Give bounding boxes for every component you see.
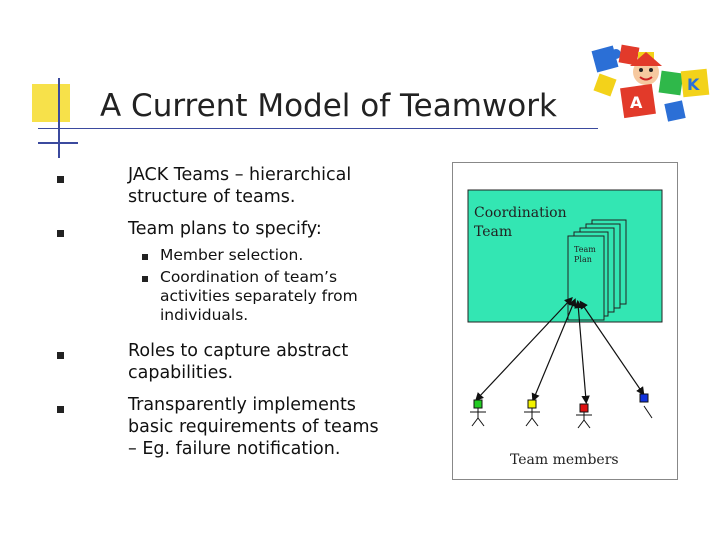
team-plan-label-line2: Plan: [574, 255, 592, 264]
slide-title: A Current Model of Teamwork: [100, 88, 557, 124]
svg-text:A: A: [630, 93, 643, 112]
title-underline: [38, 128, 598, 129]
bullet-line: structure of teams.: [128, 187, 296, 207]
puzzle-clipart-icon: A K: [591, 44, 710, 122]
bullet-item: Roles to capture abstract capabilities.: [128, 340, 348, 384]
team-member-2: [524, 399, 540, 427]
team-diagram: Coordination Team Team Plan: [452, 162, 678, 480]
bullet-line: Team plans to specify:: [128, 219, 322, 239]
sub-bullet-line: Coordination of team’s: [160, 268, 338, 286]
sub-bullet-line: Member selection.: [160, 246, 304, 264]
coordination-label-line2: Team: [474, 224, 512, 240]
bullet-item: Team plans to specify:: [128, 218, 322, 240]
bullet-marker: [57, 230, 64, 237]
sub-bullet-line: activities separately from: [160, 287, 358, 305]
arrows: [475, 296, 645, 405]
sub-bullet-item: Member selection.: [160, 246, 303, 265]
bullet-line: Transparently implements: [128, 395, 356, 415]
sub-bullet-marker: [142, 254, 148, 260]
team-plan-stack: [567, 219, 627, 321]
decorative-yellow-square: [32, 84, 70, 122]
sub-bullet-line: individuals.: [160, 306, 249, 324]
bullet-marker: [57, 406, 64, 413]
bullet-line: – Eg. failure notification.: [128, 439, 341, 459]
team-members-label: Team members: [510, 452, 619, 468]
decorative-short-line: [38, 142, 78, 144]
decorative-vertical-line: [58, 78, 60, 158]
sub-bullet-marker: [142, 276, 148, 282]
team-member-3: [576, 403, 592, 429]
bullet-item: Transparently implements basic requireme…: [128, 394, 379, 460]
bullet-line: JACK Teams – hierarchical: [128, 165, 352, 185]
team-member-1: [470, 399, 486, 427]
bullet-marker: [57, 176, 64, 183]
coordination-label-line1: Coordination: [474, 205, 567, 221]
bullet-item: JACK Teams – hierarchical structure of t…: [128, 164, 351, 208]
bullet-line: Roles to capture abstract: [128, 341, 349, 361]
team-plan-label-line1: Team: [574, 245, 596, 254]
team-member-4: [639, 393, 653, 419]
bullet-line: basic requirements of teams: [128, 417, 379, 437]
bullet-line: capabilities.: [128, 363, 234, 383]
sub-bullet-item: Coordination of team’s activities separa…: [160, 268, 358, 325]
bullet-marker: [57, 352, 64, 359]
svg-text:K: K: [687, 75, 700, 94]
